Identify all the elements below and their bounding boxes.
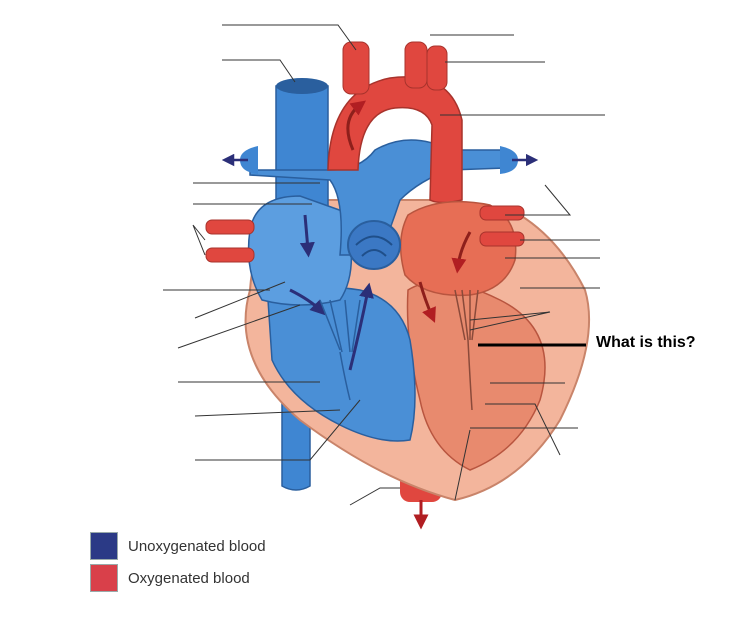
- legend-item-unoxygenated: Unoxygenated blood: [90, 532, 266, 560]
- pulmonary-veins-left: [479, 205, 525, 247]
- left-ventricle: [406, 281, 546, 471]
- pulmonary-valve: [347, 220, 401, 270]
- legend-label-unoxygenated: Unoxygenated blood: [128, 537, 266, 555]
- question-label: What is this?: [596, 334, 696, 351]
- left-atrium: [399, 200, 517, 297]
- right-atrium: [247, 195, 353, 306]
- left-common-carotid: [404, 41, 428, 89]
- legend-swatch-unoxygenated: [90, 532, 118, 560]
- legend-label-oxygenated: Oxygenated blood: [128, 569, 250, 587]
- legend-swatch-oxygenated: [90, 564, 118, 592]
- pulmonary-veins-right: [205, 219, 255, 263]
- left-subclavian-artery: [426, 45, 448, 91]
- brachiocephalic-artery: [342, 41, 370, 95]
- legend-item-oxygenated: Oxygenated blood: [90, 564, 250, 592]
- chordae-tendineae-left: [454, 289, 479, 411]
- chordae-tendineae-right: [319, 299, 361, 401]
- label-leaders: [163, 24, 605, 506]
